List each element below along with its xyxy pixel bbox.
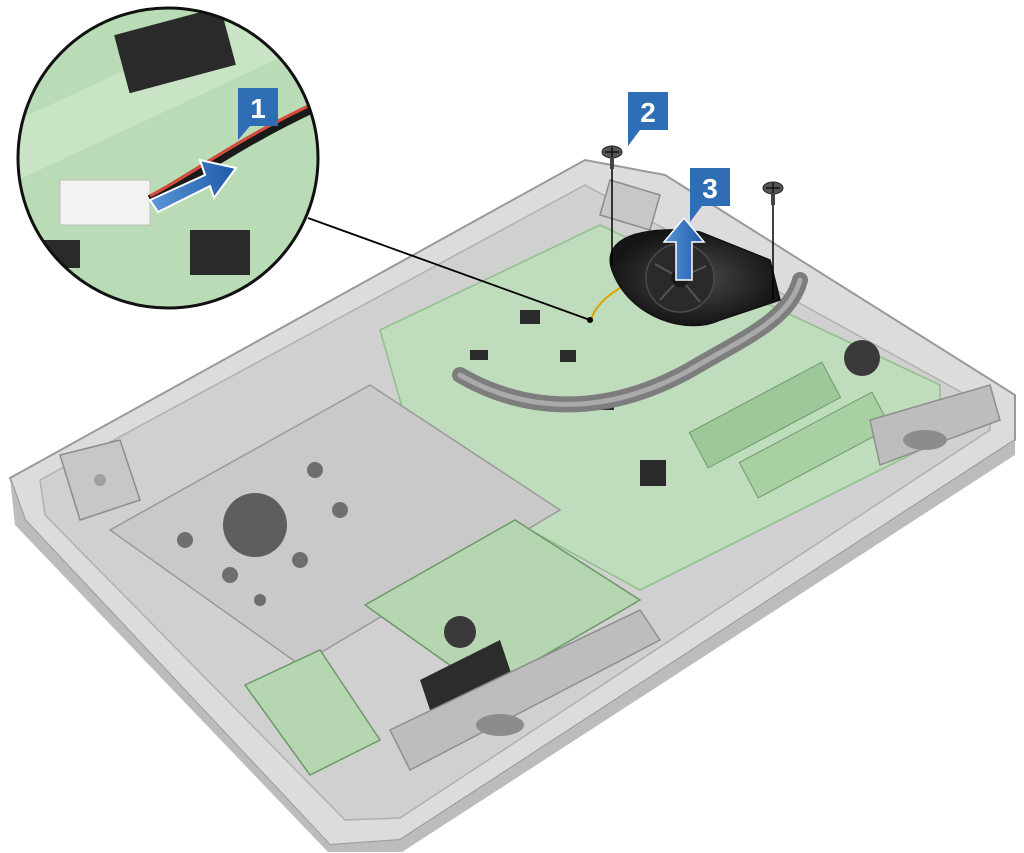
step-label-2: 2 (640, 97, 656, 128)
fan-cable-connector (59, 179, 151, 226)
chassis-front-edge (10, 440, 1015, 852)
speaker-right (869, 384, 1001, 467)
memory-module-2 (738, 391, 892, 499)
step-badge-1: 1 (238, 88, 278, 140)
system-fan (590, 229, 781, 327)
step-label-1: 1 (250, 93, 266, 124)
screw-2 (762, 181, 784, 300)
io-board (243, 649, 382, 776)
optical-drive-bay (108, 384, 562, 666)
speaker-left (388, 609, 662, 772)
coin-cell-battery (844, 340, 880, 376)
connector-block (114, 8, 236, 94)
arrow-right-icon (148, 158, 238, 214)
step-label-3: 3 (702, 173, 718, 204)
screw-1 (601, 145, 623, 265)
screw-icon (601, 145, 623, 169)
callout-leader-line (307, 217, 591, 321)
screw-icon (762, 181, 784, 205)
memory-module (688, 361, 842, 469)
step-badge-3: 3 (690, 168, 730, 222)
hinge-right (599, 179, 661, 231)
magnified-callout (16, 6, 320, 310)
arrow-up-icon (662, 216, 706, 281)
step-badge-2: 2 (628, 92, 668, 146)
hinge-left (59, 439, 141, 521)
